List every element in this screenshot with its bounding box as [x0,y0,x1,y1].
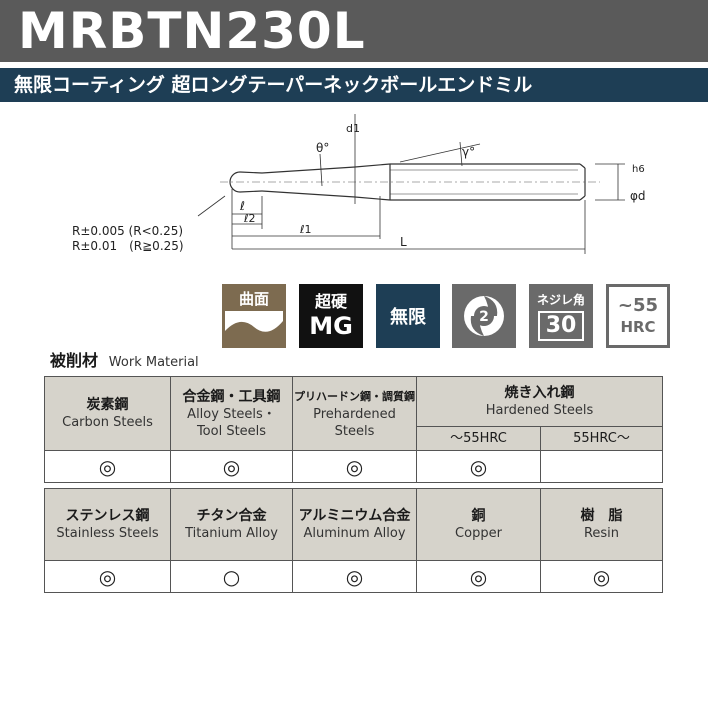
work-material-table-2: ステンレス鋼 Stainless Steels チタン合金 Titanium A… [44,488,663,593]
curved-surface-badge: 曲面 [222,284,286,348]
mark-resin: ◎ [540,560,663,593]
header-hardened-up-to-55hrc: ～55HRC [416,426,541,451]
product-title: MRBTN230L [0,0,708,62]
two-flute-icon: 2 [464,296,504,336]
header-resin: 樹 脂 Resin [540,488,663,561]
dimension-lines [197,114,625,254]
mark-hardened-over-55hrc [540,450,663,483]
theta-label: θ° [316,141,329,155]
header-hardened-over-55hrc: 55HRC～ [540,426,663,451]
hardness-badge: ~55 HRC [606,284,670,348]
product-subtitle: 無限コーティング 超ロングテーパーネックボールエンドミル [0,68,708,102]
l2-label: ℓ2 [243,212,256,225]
tolerance-line-2: R±0.01 (R≧0.25) [72,239,184,253]
phi-d-label: φd [630,189,646,203]
tool-outline [229,163,586,201]
L-label: L [400,235,407,249]
mark-copper: ◎ [416,560,541,593]
feature-badges: 曲面 超硬 MG 無限 2 ネジレ角 30 ~55 HRC [222,284,670,350]
header-prehardened-steels: プリハードン鋼・調質鋼 Prehardened Steels [292,376,417,451]
mark-aluminum-alloy: ◎ [292,560,417,593]
flute-count-badge: 2 [452,284,516,348]
h6-label: h6 [632,164,645,175]
svg-text:2: 2 [479,309,489,325]
header-copper: 銅 Copper [416,488,541,561]
mark-alloy-steels: ◎ [170,450,293,483]
unlimited-coating-badge: 無限 [376,284,440,348]
mark-titanium-alloy: ○ [170,560,293,593]
header-titanium-alloy: チタン合金 Titanium Alloy [170,488,293,561]
mark-hardened-up-to-55hrc: ◎ [416,450,541,483]
mark-carbon-steels: ◎ [44,450,171,483]
work-material-table-1: 炭素鋼 Carbon Steels 合金鋼・工具鋼 Alloy Steels・ … [44,376,663,483]
l1-label: ℓ1 [299,223,312,236]
helix-angle-badge: ネジレ角 30 [529,284,593,348]
gamma-label: γ° [462,145,475,159]
tolerance-line-1: R±0.005 (R<0.25) [72,224,183,238]
wave-icon [225,321,283,345]
header-stainless-steels: ステンレス鋼 Stainless Steels [44,488,171,561]
mark-stainless-steels: ◎ [44,560,171,593]
header-aluminum-alloy: アルミニウム合金 Aluminum Alloy [292,488,417,561]
header-carbon-steels: 炭素鋼 Carbon Steels [44,376,171,451]
carbide-mg-badge: 超硬 MG [299,284,363,348]
header-hardened-steels: 焼き入れ鋼 Hardened Steels [416,376,663,427]
work-material-label: 被削材 Work Material [50,351,199,371]
l-label: ℓ [239,199,245,213]
mark-prehardened-steels: ◎ [292,450,417,483]
header-alloy-steels: 合金鋼・工具鋼 Alloy Steels・ Tool Steels [170,376,293,451]
tool-dimension-diagram: θ° γ° d1 φd h6 ℓ ℓ2 ℓ1 L R±0.005 (R<0.25… [72,114,646,254]
d1-label: d1 [346,122,360,135]
